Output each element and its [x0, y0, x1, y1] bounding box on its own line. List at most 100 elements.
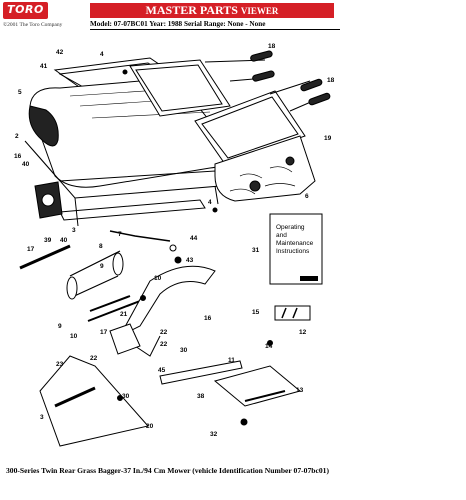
callout: 4	[100, 51, 104, 58]
callout: 15	[252, 309, 260, 316]
bag-frame-right-inner	[201, 96, 299, 159]
callout: 30	[180, 347, 188, 354]
callout: 44	[190, 235, 198, 242]
callout-labels: 42 4 18 41 5 18 19 2 16 40 6 4 39 40 17 …	[14, 43, 335, 438]
logo-text: TORO	[7, 3, 44, 16]
callout: 10	[70, 333, 78, 340]
parts-diagram: Operating and Maintenance Instructions 4…	[0, 36, 466, 460]
manual-logo-strip	[300, 276, 318, 281]
bag-folds	[229, 166, 296, 195]
callout: 19	[324, 135, 332, 142]
callout: 18	[268, 43, 276, 50]
deflector-label	[54, 386, 96, 408]
callout: 14	[265, 343, 273, 350]
callout: 32	[210, 431, 218, 438]
callout: 40	[22, 161, 30, 168]
manual-line-3: Maintenance	[276, 240, 314, 247]
bag-spot-1	[249, 180, 261, 192]
manual-line-2: and	[276, 232, 287, 239]
decal-15	[274, 305, 311, 321]
callout: 5	[18, 89, 22, 96]
frame-legs	[74, 185, 219, 227]
chute-adapter	[109, 323, 141, 355]
callout: 40	[60, 237, 68, 244]
callout: 7	[118, 231, 122, 238]
callout: 12	[299, 329, 307, 336]
callout: 2	[15, 133, 19, 140]
model-info: Model: 07-07BC01 Year: 1988 Serial Range…	[90, 20, 340, 30]
tube-end-1	[66, 276, 78, 300]
callout: 11	[228, 357, 235, 364]
bracket-hole	[41, 193, 55, 207]
exploded-parts-drawing: Operating and Maintenance Instructions 4…	[14, 43, 335, 447]
bag-frame-right	[194, 90, 306, 165]
frame-crossbar	[59, 199, 206, 221]
bag-frame-left	[129, 59, 231, 117]
toro-logo: TORO	[3, 2, 48, 19]
callout: 41	[40, 63, 48, 70]
callout: 9	[58, 323, 62, 330]
callout: 9	[100, 263, 104, 270]
callout: 6	[305, 193, 309, 200]
callout: 16	[204, 315, 212, 322]
operating-manual: Operating and Maintenance Instructions	[269, 213, 323, 285]
drawing-linework	[19, 50, 331, 447]
callout: 45	[158, 367, 166, 374]
callout: 42	[56, 49, 64, 56]
callout: 8	[99, 243, 103, 250]
callout: 30	[122, 393, 130, 400]
housing-opening	[28, 105, 59, 147]
bolt-4b	[212, 207, 218, 213]
callout: 3	[40, 414, 44, 421]
callout: 18	[327, 77, 335, 84]
grip-2	[252, 70, 275, 82]
callout: 22	[90, 355, 98, 362]
callout: 31	[252, 247, 260, 254]
tube-end-2	[112, 252, 124, 276]
lift-linkage	[213, 365, 302, 407]
callout: 13	[296, 387, 304, 394]
bolt-32	[240, 418, 248, 426]
callout: 22	[160, 341, 168, 348]
bag-frame-left-inner	[135, 64, 223, 112]
support-rod	[19, 244, 71, 270]
nut-30	[117, 395, 123, 401]
callout: 21	[120, 311, 128, 318]
callout: 17	[27, 246, 35, 253]
title-suffix: VIEWER	[240, 6, 279, 16]
nut-10	[140, 295, 146, 301]
callout: 10	[154, 275, 162, 282]
nut-14	[267, 340, 273, 346]
callout: 43	[186, 257, 194, 264]
chute-tube	[69, 250, 121, 299]
manual-line-1: Operating	[276, 224, 305, 231]
callout: 22	[160, 329, 168, 336]
bag-spot-2	[285, 156, 295, 166]
linkage-bar	[244, 390, 286, 402]
callout: 16	[14, 153, 22, 160]
copyright-notice: ©2001 The Toro Company	[3, 22, 63, 28]
callout: 3	[72, 227, 76, 234]
page-title: MASTER PARTS VIEWER	[90, 3, 334, 18]
page-header: TORO ©2001 The Toro Company MASTER PARTS…	[0, 0, 466, 36]
callout: 20	[146, 423, 154, 430]
discharge-chute	[118, 265, 216, 338]
title-main: MASTER PARTS	[145, 3, 238, 17]
hitch-arm	[87, 295, 141, 322]
pivot-rod	[109, 230, 171, 242]
grip-3	[300, 78, 323, 92]
grip-4	[308, 92, 331, 106]
callout: 17	[100, 329, 108, 336]
decal-marks	[281, 307, 298, 319]
nut-43	[174, 256, 182, 264]
washer-44	[169, 244, 177, 252]
callout: 38	[197, 393, 205, 400]
deflector-plate	[39, 355, 149, 447]
manual-line-4: Instructions	[276, 248, 310, 255]
callout: 4	[208, 199, 212, 206]
callout: 39	[44, 237, 52, 244]
diagram-caption: 300-Series Twin Rear Grass Bagger-37 In.…	[6, 466, 329, 475]
mower-blade	[159, 360, 243, 385]
bolt-4	[122, 69, 128, 75]
callout: 23	[56, 361, 64, 368]
